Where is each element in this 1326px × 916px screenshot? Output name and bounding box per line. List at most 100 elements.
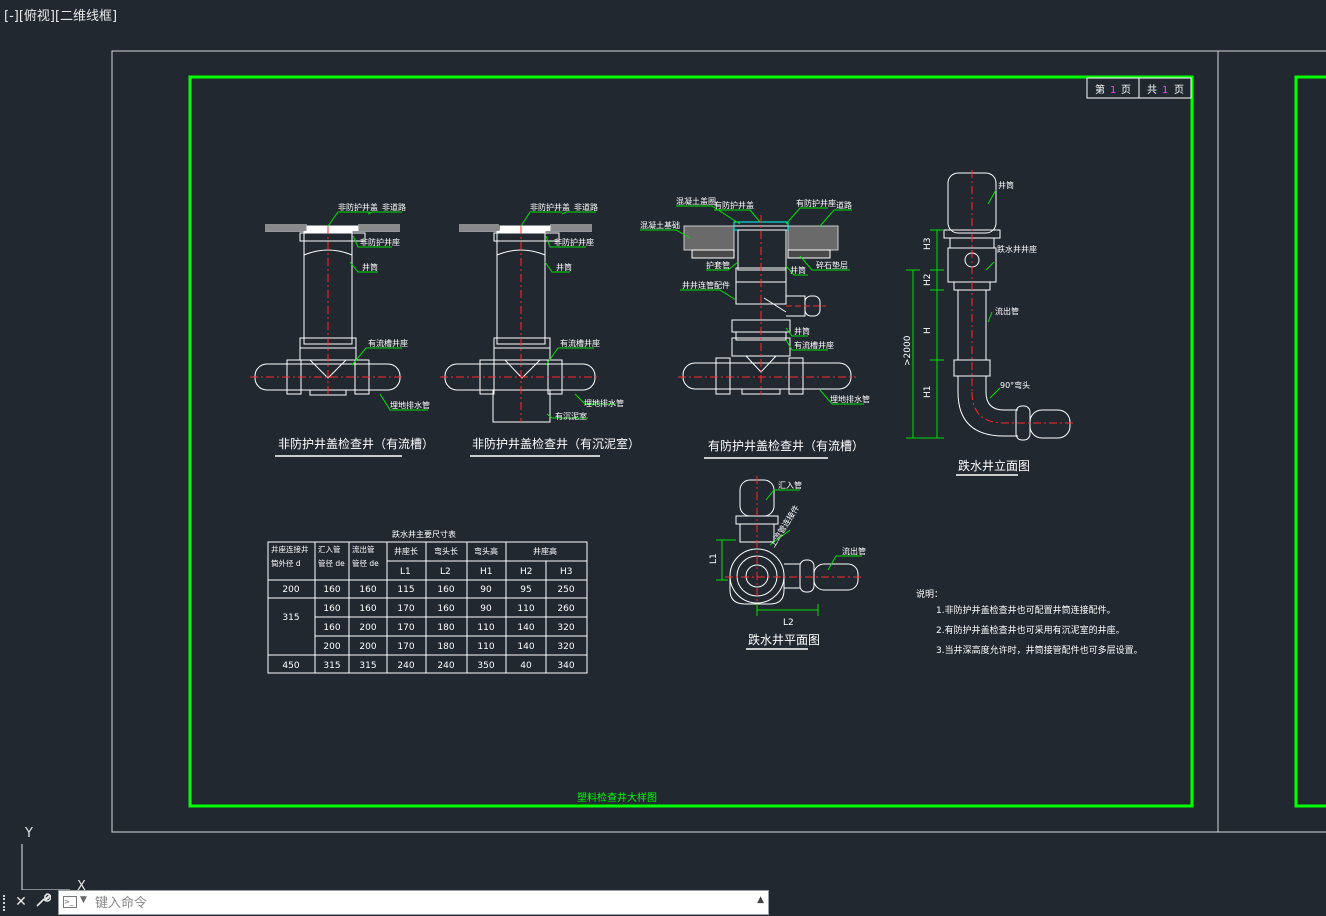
table-header: 汇入管管径 de [318,544,345,568]
close-icon[interactable]: ✕ [15,894,27,910]
label: 混凝土基础 [640,220,680,230]
detail-1-labels: 非防护井盖 非道路 非防护井座 井筒 有流槽井座 埋地排水管 [338,202,430,410]
table-cell: 320 [557,642,574,652]
drop-elevation-dim-text: H3 H2 H H1 >2000 [903,238,933,399]
chevron-down-icon[interactable]: ▼ [80,895,87,905]
label: 碎石垫层 [816,260,848,270]
drop-plan-labels: 汇入管 上流管连接件 流出管 L1 L2 [709,480,866,628]
label: 护套管 [706,260,730,270]
label: 井筒 [556,262,572,272]
table-cell: 350 [477,661,494,671]
detail-3 [678,215,856,395]
table-cell: 315 [282,613,299,623]
label: 埋地排水管 [830,394,870,404]
label: 有沉泥室 [555,411,587,421]
label: 有防护井座 [796,198,836,208]
table-cell: 140 [517,642,534,652]
dim: H1 [923,386,933,399]
label: 90°弯头 [1000,380,1030,390]
note-item: 2.有防护井盖检查井也可采用有沉泥室的井座。 [936,624,1125,636]
label: 流出管 [842,546,866,556]
table-title: 跌水井主要尺寸表 [392,529,456,539]
label: 非防护井座 [554,237,594,247]
dimension-table: 跌水井主要尺寸表 井座连接井筒外径 d 汇入管管径 de 流出管管径 de 井座… [267,529,588,674]
table-cell: 160 [437,604,454,614]
detail-3-labels: 混凝土盖圈 有防护井盖 有防护井座 道路 混凝土基础 护套管 井筒 碎石垫层 井… [640,196,870,404]
table-cell: 160 [359,604,376,614]
table-cell: 110 [477,623,494,633]
page-unit: 页 [1121,84,1131,96]
label: 非防护井盖 [530,202,570,212]
label: 井筒 [362,262,378,272]
page-number-box: 第 1 页 共 1 页 [1086,77,1192,99]
drop-elevation-title: 跌水井立面图 [958,458,1030,473]
table-subheader: H2 [520,567,533,577]
table-cell: 40 [520,661,532,671]
label: 井筒 [998,180,1014,190]
table-header: 井座高 [533,546,557,556]
label: 井筒 [794,326,810,336]
command-prompt-icon[interactable]: >_ [63,896,77,908]
table-header: 弯头长 [434,546,458,556]
detail-1-title: 非防护井盖检查井（有流槽） [278,436,434,451]
command-bar: ✕ >_ ▼ ▲ [0,889,770,916]
label: 道路 [836,200,852,210]
detail-2-leaders [520,211,616,419]
label: 非防护井座 [360,237,400,247]
table-cell: 170 [397,642,414,652]
label: 流出管 [995,306,1019,316]
detail-2-title: 非防护井盖检查井（有沉泥室） [472,436,640,451]
table-header: 井座连接井筒外径 d [271,544,309,568]
command-input[interactable] [93,893,737,914]
table-cell: 180 [437,642,454,652]
sheet-title: 塑料检查井大样图 [577,791,657,804]
grip-handle[interactable] [3,895,10,911]
layout-paper-frame [111,50,1219,833]
note-item: 1.非防护井盖检查井也可配置井筒连接配件。 [936,604,1116,616]
table-cell: 90 [480,604,492,614]
label: 有防护井盖 [714,200,754,210]
sheet-border [188,75,1194,808]
wrench-icon[interactable] [33,892,53,912]
chevron-up-icon[interactable]: ▲ [757,895,764,905]
label: 混凝土盖圈 [676,196,716,206]
label: 非道路 [382,202,406,212]
table-subheader: L1 [400,567,411,577]
ucs-x-label: X [77,879,86,890]
table-cell: 160 [323,623,340,633]
viewport-label[interactable]: [-][俯视][二维线框] [4,9,118,24]
next-sheet-border [1294,75,1326,808]
table-cell: 170 [397,604,414,614]
table-cell: 160 [323,604,340,614]
detail-3-leaders [640,205,864,405]
table-cell: 240 [437,661,454,671]
table-cell: 200 [359,623,376,633]
dim: H3 [923,238,933,251]
detail-2 [440,224,600,423]
command-input-box[interactable]: >_ ▼ ▲ [58,890,769,915]
label: 井筒 [790,265,806,275]
label: 有流槽井座 [560,338,600,348]
dim: >2000 [903,335,913,366]
label: 有流槽井座 [368,338,408,348]
drop-plan-dims [716,489,862,616]
page-total-label: 共 [1147,84,1157,96]
table-cell: 115 [397,585,414,595]
table-cell: 240 [397,661,414,671]
table-cell: 200 [282,585,299,595]
label: 井井连管配件 [682,280,730,290]
table-cell: 110 [517,604,534,614]
table-cell: 320 [557,623,574,633]
table-cell: 170 [397,623,414,633]
label: 埋地排水管 [584,398,624,408]
table-cell: 160 [437,585,454,595]
drawing-canvas[interactable]: 第 1 页 共 1 页 非防护井盖 非道路 非防护井座 井筒 有流槽井座 埋地 [0,0,1326,890]
label: 非防护井盖 [338,202,378,212]
table-cell: 340 [557,661,574,671]
label: 跌水井井座 [997,244,1037,254]
table-cell: 260 [557,604,574,614]
table-header: 井座长 [394,546,418,556]
dim: L1 [709,553,719,564]
table-subheader: H1 [480,567,493,577]
page-current: 1 [1110,85,1116,96]
